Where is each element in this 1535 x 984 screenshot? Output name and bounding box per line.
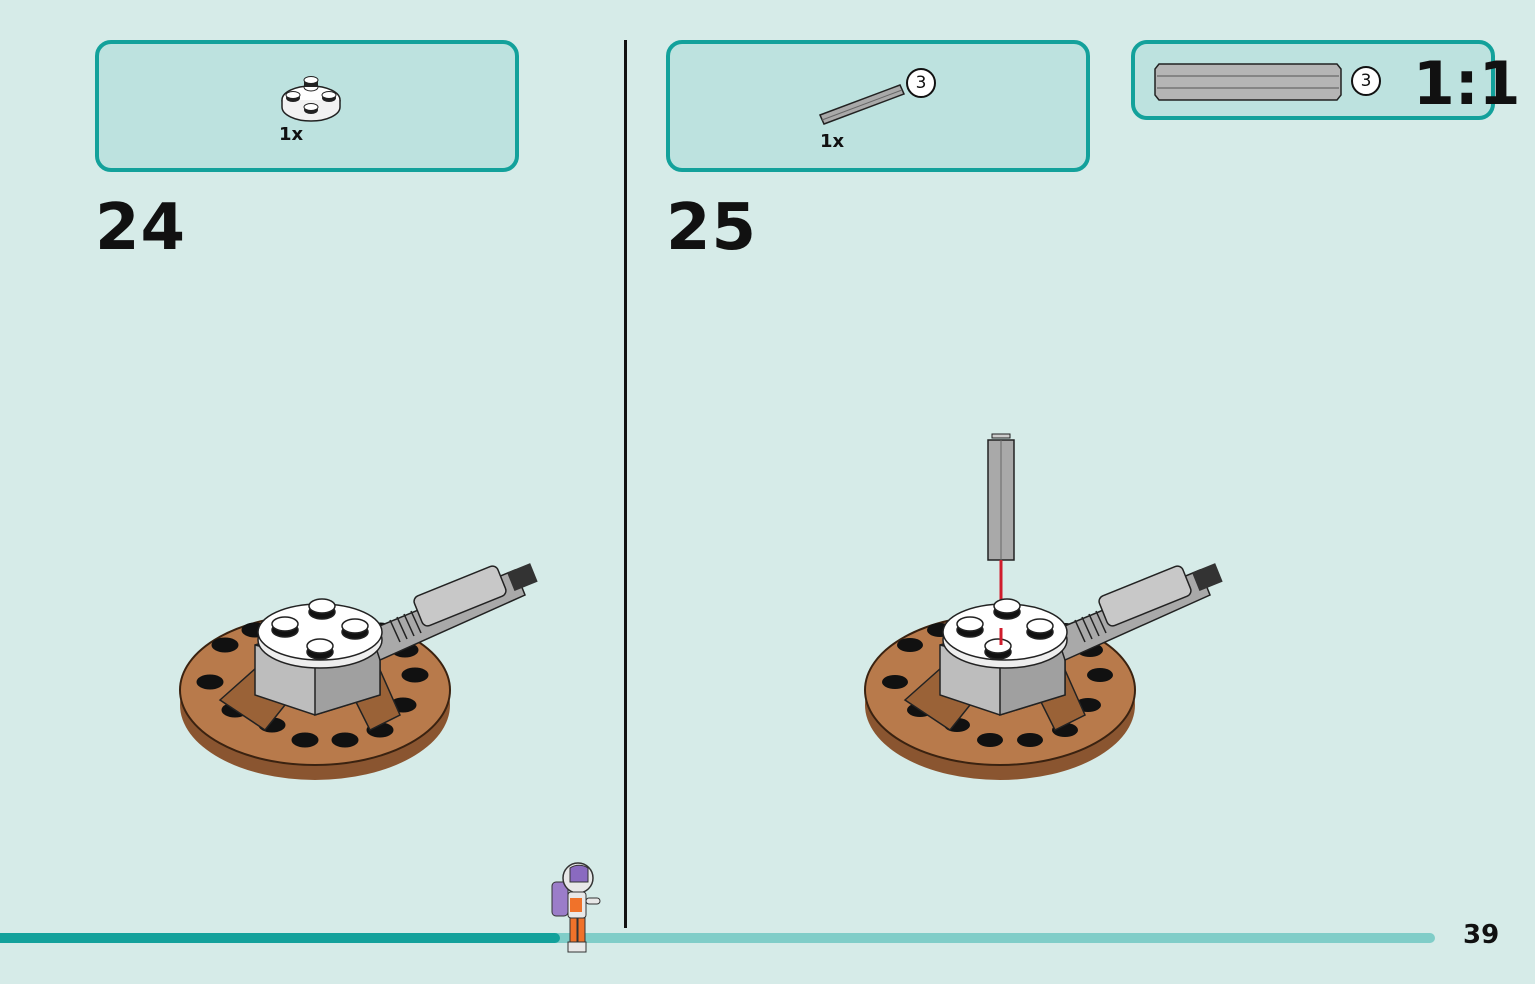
part-quantity: 1x	[279, 124, 303, 145]
step-25-parts-box: 3 1x	[666, 40, 1090, 172]
scale-length-badge: 3	[1351, 66, 1381, 96]
astronaut-progress-marker-icon	[548, 862, 604, 956]
step-number-24: 24	[95, 196, 186, 260]
step-24-model-illustration	[175, 560, 555, 790]
round-plate-part-icon	[279, 70, 343, 120]
part-quantity: 1x	[820, 131, 844, 152]
step-24-parts-box: 1x	[95, 40, 519, 172]
axle-length-badge: 3	[906, 68, 936, 98]
step-divider	[624, 40, 627, 928]
step-25-model-illustration	[860, 430, 1240, 790]
step-number-25: 25	[666, 196, 757, 260]
scale-reference-box: 3 1:1	[1131, 40, 1495, 120]
progress-fill	[0, 933, 560, 943]
page-number: 39	[1463, 920, 1499, 950]
scale-label: 1:1	[1413, 54, 1521, 114]
axle-scale-bar	[1155, 64, 1341, 100]
axle-part-icon	[820, 80, 910, 130]
